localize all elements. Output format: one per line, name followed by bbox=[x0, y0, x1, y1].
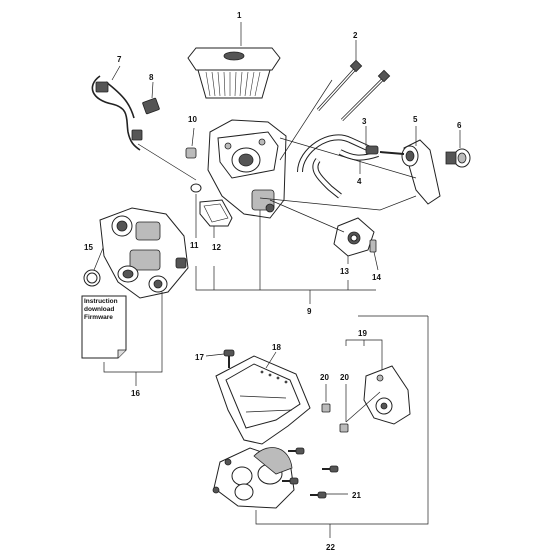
callout-4: 4 bbox=[357, 177, 362, 186]
callout-3: 3 bbox=[362, 117, 367, 126]
callout-14: 14 bbox=[372, 273, 381, 282]
callout-12: 12 bbox=[212, 243, 221, 252]
instruction-document-icon bbox=[81, 295, 127, 359]
callout-18: 18 bbox=[272, 343, 281, 352]
gaskets bbox=[190, 183, 233, 227]
callout-13: 13 bbox=[340, 267, 349, 276]
callout-11: 11 bbox=[190, 241, 199, 250]
mounting-bracket bbox=[333, 217, 377, 257]
callout-10: 10 bbox=[188, 115, 197, 124]
fuel-hoses bbox=[297, 134, 379, 199]
carburettor-body bbox=[207, 119, 287, 219]
intake-manifold bbox=[212, 447, 295, 509]
doc-line-download: download bbox=[84, 306, 115, 313]
primer-bulb bbox=[445, 148, 471, 168]
callout-20a: 20 bbox=[320, 373, 329, 382]
sleeve bbox=[185, 147, 197, 159]
callout-19: 19 bbox=[358, 329, 367, 338]
callout-20b: 20 bbox=[340, 373, 349, 382]
callout-8: 8 bbox=[149, 73, 154, 82]
nuts-20 bbox=[321, 403, 349, 433]
callout-17: 17 bbox=[195, 353, 204, 362]
wiring-harness bbox=[91, 75, 160, 151]
callout-5: 5 bbox=[413, 115, 418, 124]
doc-line-instruction: Instruction bbox=[84, 298, 118, 305]
callout-2: 2 bbox=[353, 31, 358, 40]
intake-cover bbox=[215, 355, 311, 445]
air-filter bbox=[187, 47, 281, 99]
throttle-body-assembly bbox=[99, 207, 189, 299]
screws-21 bbox=[282, 447, 339, 499]
callout-labels: 1 2 3 4 5 6 7 8 9 10 11 12 13 14 15 16 1… bbox=[84, 11, 462, 552]
screw-17 bbox=[223, 349, 235, 368]
leader-lines bbox=[93, 22, 461, 538]
primer-assembly bbox=[379, 139, 441, 205]
bracket-assembly-19 bbox=[363, 365, 411, 425]
ring-seal bbox=[83, 269, 101, 287]
callout-21: 21 bbox=[352, 491, 361, 500]
callout-22: 22 bbox=[326, 543, 335, 552]
long-bolts bbox=[316, 59, 391, 122]
callout-16: 16 bbox=[131, 389, 140, 398]
instruction-document: Instruction download Firmware bbox=[84, 298, 124, 354]
doc-line-firmware: Firmware bbox=[84, 314, 113, 321]
callout-1: 1 bbox=[237, 11, 242, 20]
callout-15: 15 bbox=[84, 243, 93, 252]
callout-6: 6 bbox=[457, 121, 462, 130]
callout-9: 9 bbox=[307, 307, 312, 316]
callout-7: 7 bbox=[117, 55, 122, 64]
